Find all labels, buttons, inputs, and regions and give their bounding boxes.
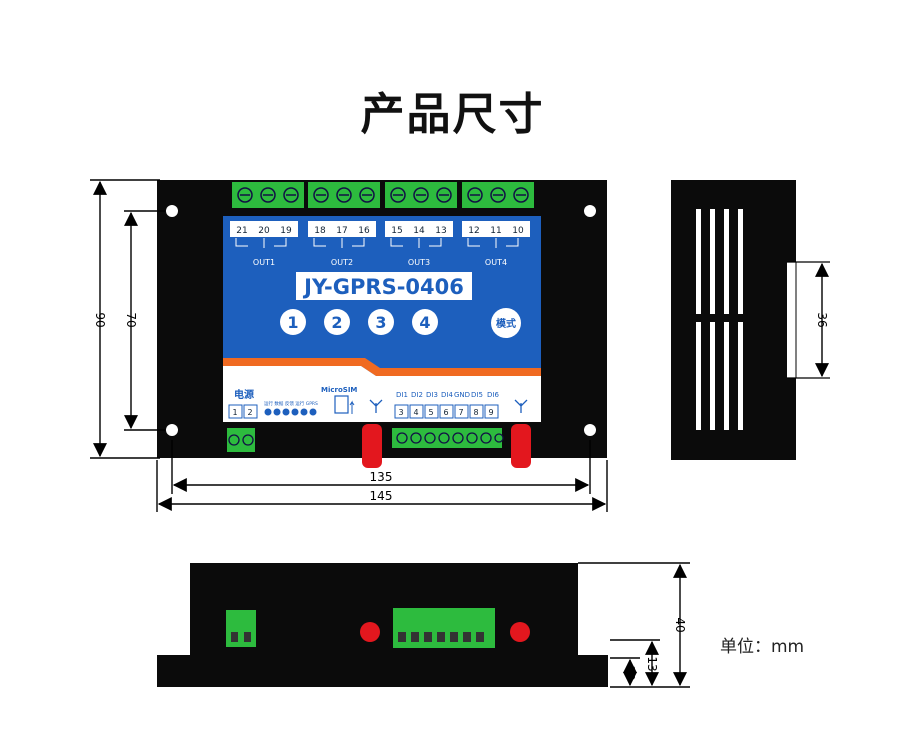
power-label: 电源: [234, 388, 254, 401]
sim-arrow-icon: [349, 400, 355, 414]
mount-hole-tr: [584, 205, 596, 217]
di-label: GND: [454, 391, 470, 399]
antenna-icon-right: [514, 399, 528, 413]
page-title: 产品尺寸: [360, 89, 545, 140]
dim-label-13: 13: [645, 656, 659, 671]
power-pins: 1 2: [228, 404, 258, 419]
side-view: [671, 180, 830, 460]
di-label: DI5: [471, 391, 483, 399]
output-label: OUT4: [485, 258, 507, 267]
output-label: OUT1: [253, 258, 275, 267]
button-3[interactable]: [368, 309, 394, 335]
bottom-power-terminal: [226, 610, 256, 647]
button-2-label: 2: [331, 313, 342, 332]
model-plate: [296, 272, 472, 300]
dim-label-90: 90: [93, 312, 107, 327]
button-4-label: 4: [419, 313, 430, 332]
terminal-number: 11: [490, 226, 501, 236]
terminal-number: 16: [358, 226, 370, 236]
bottom-antenna-right: [510, 622, 530, 642]
bottom-housing-base: [157, 655, 608, 687]
dim-label-70: 70: [124, 312, 138, 327]
dim-label-36: 36: [815, 312, 829, 327]
mode-button-label: 模式: [496, 317, 516, 330]
bottom-dimensions: [578, 562, 690, 688]
dim-label-145: 145: [370, 489, 393, 503]
button-1-label: 1: [287, 313, 298, 332]
dim-label-10: 10: [623, 665, 637, 680]
button-1[interactable]: [280, 309, 306, 335]
number-buttons: 1 2 3 4 模式: [280, 308, 521, 338]
led-indicators: [264, 408, 317, 416]
terminal-number: 18: [314, 226, 326, 236]
panel-orange-stripe: [223, 358, 541, 376]
relay-labels: 21 20 19 18 17 16 15 14 13 12 11 10 OUT1: [230, 221, 530, 267]
di-pin-label: 5: [428, 408, 433, 417]
antenna-icon-left: [369, 399, 383, 413]
terminal-number: 19: [280, 226, 292, 236]
power-pin-label: 1: [232, 408, 237, 417]
di-pin-label: 6: [443, 408, 448, 417]
di-label: DI6: [487, 391, 499, 399]
di-pins: 3 4 5 6 7 8 9: [394, 404, 499, 419]
di-label: DI4: [441, 391, 453, 399]
mount-hole-tl: [166, 205, 178, 217]
dim-label-135: 135: [370, 470, 393, 484]
terminal-number: 15: [391, 226, 402, 236]
terminal-number: 20: [258, 226, 270, 236]
front-view: 21 20 19 18 17 16 15 14 13 12 11 10 OUT1: [157, 180, 607, 468]
unit-label: 单位：mm: [720, 637, 805, 657]
mode-button[interactable]: [491, 308, 521, 338]
terminal-number: 17: [336, 226, 347, 236]
bottom-antenna-left: [360, 622, 380, 642]
di-pin-label: 9: [488, 408, 493, 417]
led-labels: 运行 数据 反馈 运行 GPRS: [264, 400, 318, 407]
front-dimensions: [90, 179, 608, 512]
mount-hole-bl: [166, 424, 178, 436]
di-labels: DI1 DI2 DI3 DI4 GND DI5 DI6: [396, 391, 499, 399]
terminal-number: 13: [435, 226, 446, 236]
vent-slots: [696, 209, 743, 430]
bottom-view: [157, 563, 608, 687]
button-2[interactable]: [324, 309, 350, 335]
di-label: DI3: [426, 391, 438, 399]
terminal-number: 14: [413, 226, 425, 236]
output-label: OUT3: [408, 258, 430, 267]
button-3-label: 3: [375, 313, 386, 332]
di-label: DI1: [396, 391, 408, 399]
button-4[interactable]: [412, 309, 438, 335]
antenna-right: [511, 424, 531, 468]
terminal-number: 21: [236, 226, 247, 236]
side-housing: [671, 180, 796, 460]
mount-hole-br: [584, 424, 596, 436]
terminal-number: 12: [468, 226, 479, 236]
dim-label-40: 40: [673, 617, 687, 632]
di-pin-label: 7: [458, 408, 463, 417]
di-label: DI2: [411, 391, 423, 399]
power-pin-label: 2: [247, 408, 252, 417]
antenna-left: [362, 424, 382, 468]
top-terminals: [232, 182, 534, 208]
terminal-number: 10: [512, 226, 524, 236]
di-pin-label: 8: [473, 408, 478, 417]
sim-label: MicroSIM: [321, 386, 357, 394]
di-pin-label: 4: [413, 408, 418, 417]
di-pin-label: 3: [398, 408, 403, 417]
output-label: OUT2: [331, 258, 353, 267]
sim-slot: [334, 395, 349, 414]
model-name: JY-GPRS-0406: [302, 275, 464, 299]
